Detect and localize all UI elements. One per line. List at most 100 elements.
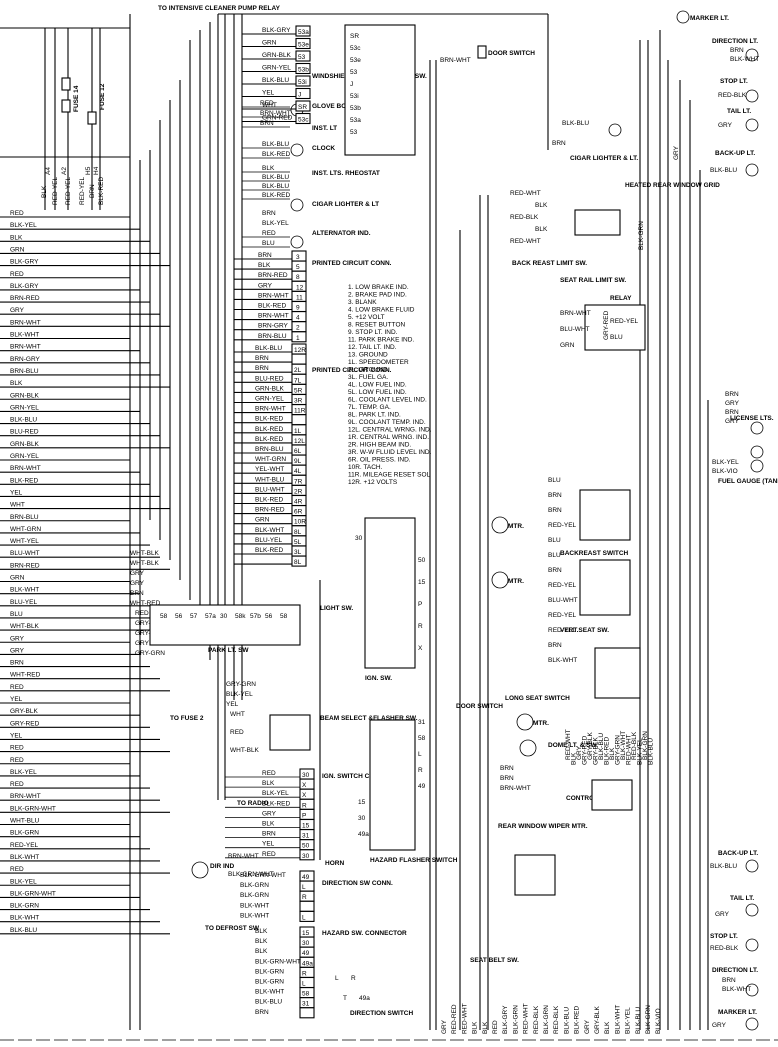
ign-pin: R	[418, 623, 423, 630]
grid-wire-label: BLK	[535, 226, 548, 233]
bus-wire-label: WHT-RED	[10, 672, 41, 679]
license-wire: GRY	[725, 400, 740, 407]
pcb1-wire-label: BRN	[258, 252, 272, 259]
pcb1-pin-label: 5	[296, 264, 300, 271]
hazard-conn-pin: 30	[302, 940, 310, 947]
backup-top-wire: BLK-BLU	[710, 167, 737, 174]
legend-item: 11. PARK BRAKE IND.	[348, 337, 414, 344]
fuse-terminal: A2	[61, 167, 68, 175]
ign-conn-wire: BLK-RED	[262, 800, 290, 807]
to-radio-label: TO RADIO	[237, 800, 269, 807]
bus-wire-label: BLK-WHT	[10, 587, 39, 594]
marker-top-label: MARKER LT.	[690, 15, 729, 22]
wiper-pin-label: SR	[298, 104, 307, 111]
control-wire-label: GRY-BLK	[593, 737, 600, 765]
seat-wire-label: BRN	[548, 507, 562, 514]
direction-switch-pin: L	[335, 975, 339, 982]
bottom-wire-label: GRY	[584, 1019, 591, 1034]
bus-wire-label: GRN-BLK	[10, 392, 40, 399]
dir-ind-lamp	[191, 861, 209, 879]
hazard-pin: 49a	[358, 831, 369, 838]
wiper-switch-pin: 53c	[350, 45, 361, 52]
tail-bot-wire: GRY	[715, 911, 730, 918]
stop-top-label: STOP LT.	[720, 78, 748, 85]
bus-wire-label: BLK-WHT	[10, 915, 39, 922]
clock-label: CLOCK	[312, 145, 335, 152]
backup-top-label: BACK-UP LT.	[715, 150, 755, 157]
relay-wire-label: BLU-WHT	[560, 326, 590, 333]
pump-relay-label: TO INTENSIVE CLEANER PUMP RELAY	[158, 5, 281, 12]
light-terminal: 58k	[235, 613, 246, 620]
bus-wire-label: YEL	[10, 489, 23, 496]
backrest-limit-label: BACK REAST LIMIT SW.	[512, 260, 587, 267]
pin-box	[295, 50, 311, 62]
wiper-wire-label: WHT	[262, 102, 277, 109]
control-wire-label: BLK	[571, 752, 578, 765]
alternator-wire-label: BLU	[262, 240, 275, 247]
pcb2-pin-label: 7R	[294, 478, 303, 485]
legend-item: 9L. COOLANT TEMP. IND.	[348, 419, 426, 426]
fuse-wire-label: RED-YEL	[65, 176, 72, 205]
dome-lamp	[519, 739, 537, 757]
bus-wire-label: RED	[10, 866, 24, 873]
light-terminal: 57	[190, 613, 198, 620]
heated-grid	[574, 209, 621, 236]
ign-connector-label: IGN. SWITCH CONNECTOR	[322, 773, 407, 780]
pcb2-wire-label: BRN	[255, 355, 269, 362]
wiper-switch-pin: 53i	[350, 93, 359, 100]
seat-belt-label: SEAT BELT SW.	[470, 957, 519, 964]
fuel-wire: BLK-VIO	[712, 468, 738, 475]
to-fuse-label: TO FUSE 2	[170, 715, 204, 722]
seat-wire-label: BLU	[548, 552, 561, 559]
lamp-symbol	[745, 903, 759, 917]
fuse-terminal: H4	[93, 166, 100, 175]
wiper-pin-label: 53c	[298, 117, 309, 124]
dome-wire-label: BRN	[500, 775, 514, 782]
lamp-symbol	[745, 938, 759, 952]
backrest-switch-label: BACKREAST SWITCH	[560, 550, 629, 557]
light-wire-label: GRY	[135, 640, 150, 647]
lower-left-connectors: WHT-BLKWHT-BLKGRYGRYBRNWHT-REDREDGRY-RED…	[130, 517, 458, 1019]
hazard-conn-pin: R	[302, 970, 307, 977]
bottom-wire-label: BLK-GRN	[543, 1005, 550, 1034]
beam-wire-label: WHT	[230, 711, 245, 718]
bottom-wire-label: BLK	[482, 1021, 489, 1034]
bus-wire-label: GRY-RED	[10, 720, 40, 727]
light-wire-label: RED	[135, 610, 149, 617]
tail-top-label: TAIL LT.	[727, 108, 751, 115]
hazard-conn-wire: BLK-GRN	[255, 979, 284, 986]
pcb2-wire-label: BLK-RED	[255, 416, 283, 423]
pcb1-wire-label: BRN-RED	[258, 272, 288, 279]
relay-wire-label: RED-YEL	[610, 318, 639, 325]
legend-item: 6L. COOLANT LEVEL IND.	[348, 397, 427, 404]
door-switch-top	[477, 45, 487, 59]
bus-wire-label: BLK-YEL	[10, 769, 37, 776]
bottom-wire-label: GRY	[441, 1019, 448, 1034]
wiper-wire-label: GRN-RED	[262, 115, 293, 122]
backup-bot-label: BACK-UP LT.	[718, 850, 758, 857]
wiper-wire-label: GRN	[262, 40, 277, 47]
legend-item: 2. BRAKE PAD IND.	[348, 292, 407, 299]
dir-ind-label: DIR IND	[210, 863, 235, 870]
lamp-symbol	[745, 48, 759, 62]
bottom-wire-label: RED-WHT	[523, 1003, 530, 1034]
bus-wire-label: BRN-RED	[10, 562, 40, 569]
pcb2-wire-label: BRN-BLU	[255, 446, 284, 453]
bottom-wire-label: BLK-YEL	[625, 1007, 632, 1034]
inst-rheostat-label: INST. LTS. RHEOSTAT	[312, 170, 380, 177]
bus-wire-label: RED	[10, 745, 24, 752]
hazard-conn-pin: L	[302, 981, 306, 988]
vertical-wire-label: BLK-GRN	[638, 221, 645, 250]
wiper-switch-pin: 53	[350, 129, 358, 136]
bus-wire-label: BLK-BLU	[10, 417, 37, 424]
alternator-wire-label: RED	[262, 230, 276, 237]
light-wire-label: GRY-GRN	[135, 650, 165, 657]
legend-item: 2R. HIGH BEAM IND.	[348, 442, 411, 449]
dir-conn-pin: 49	[302, 874, 310, 881]
bus-wire-label: BRN-WHT	[10, 344, 41, 351]
control-wire-label: GRY-GRN	[615, 735, 622, 765]
license-wire: GRY	[725, 418, 740, 425]
